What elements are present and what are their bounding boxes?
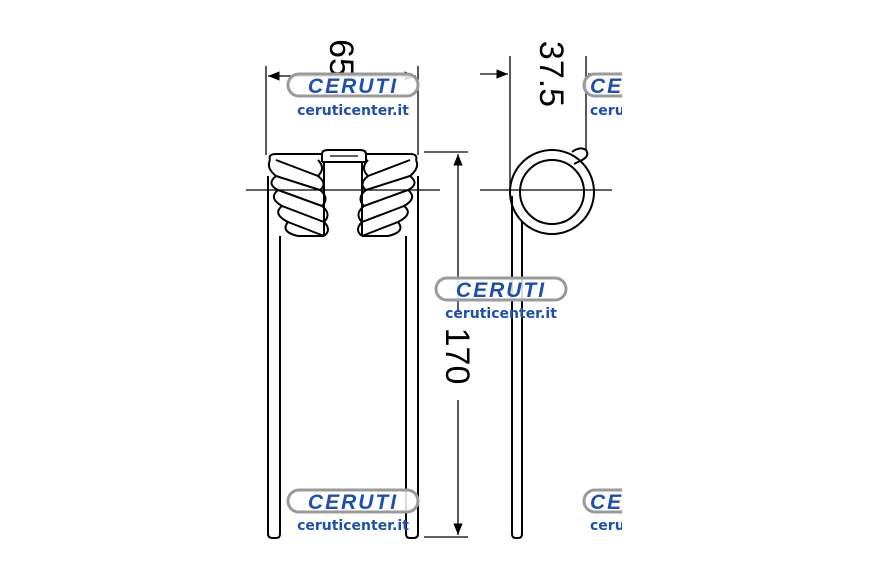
side-tine [511, 196, 523, 539]
watermark-top-left: CERUTI ceruticenter.it [286, 72, 420, 119]
dimension-offset-top: 37.5 [532, 41, 570, 107]
watermark-brand: CERUTI [456, 279, 546, 302]
watermark-center: CERUTI ceruticenter.it [434, 276, 568, 322]
right-crop-mask [622, 0, 870, 580]
side-view [480, 56, 612, 539]
left-tine [267, 176, 281, 539]
watermark-url: ceruticenter.it [297, 518, 409, 534]
left-coil [267, 153, 329, 237]
watermark-url: ceruticenter.it [445, 306, 557, 322]
right-tine [405, 176, 419, 539]
watermark-brand: CERUTI [308, 75, 398, 98]
watermark-url: ceruticenter.it [297, 103, 409, 119]
coil-bridge [321, 149, 367, 163]
coil-outer-circle [509, 149, 595, 235]
watermark-bottom-left: CERUTI ceruticenter.it [286, 488, 420, 534]
front-view [246, 66, 468, 539]
coil-inner-circle [519, 159, 585, 225]
dimension-width-top: 65 [322, 39, 360, 77]
watermark-brand: CERUTI [308, 491, 398, 514]
dimension-height: 170 [438, 328, 476, 385]
right-coil [357, 153, 419, 237]
coil-end-hook [571, 147, 589, 165]
